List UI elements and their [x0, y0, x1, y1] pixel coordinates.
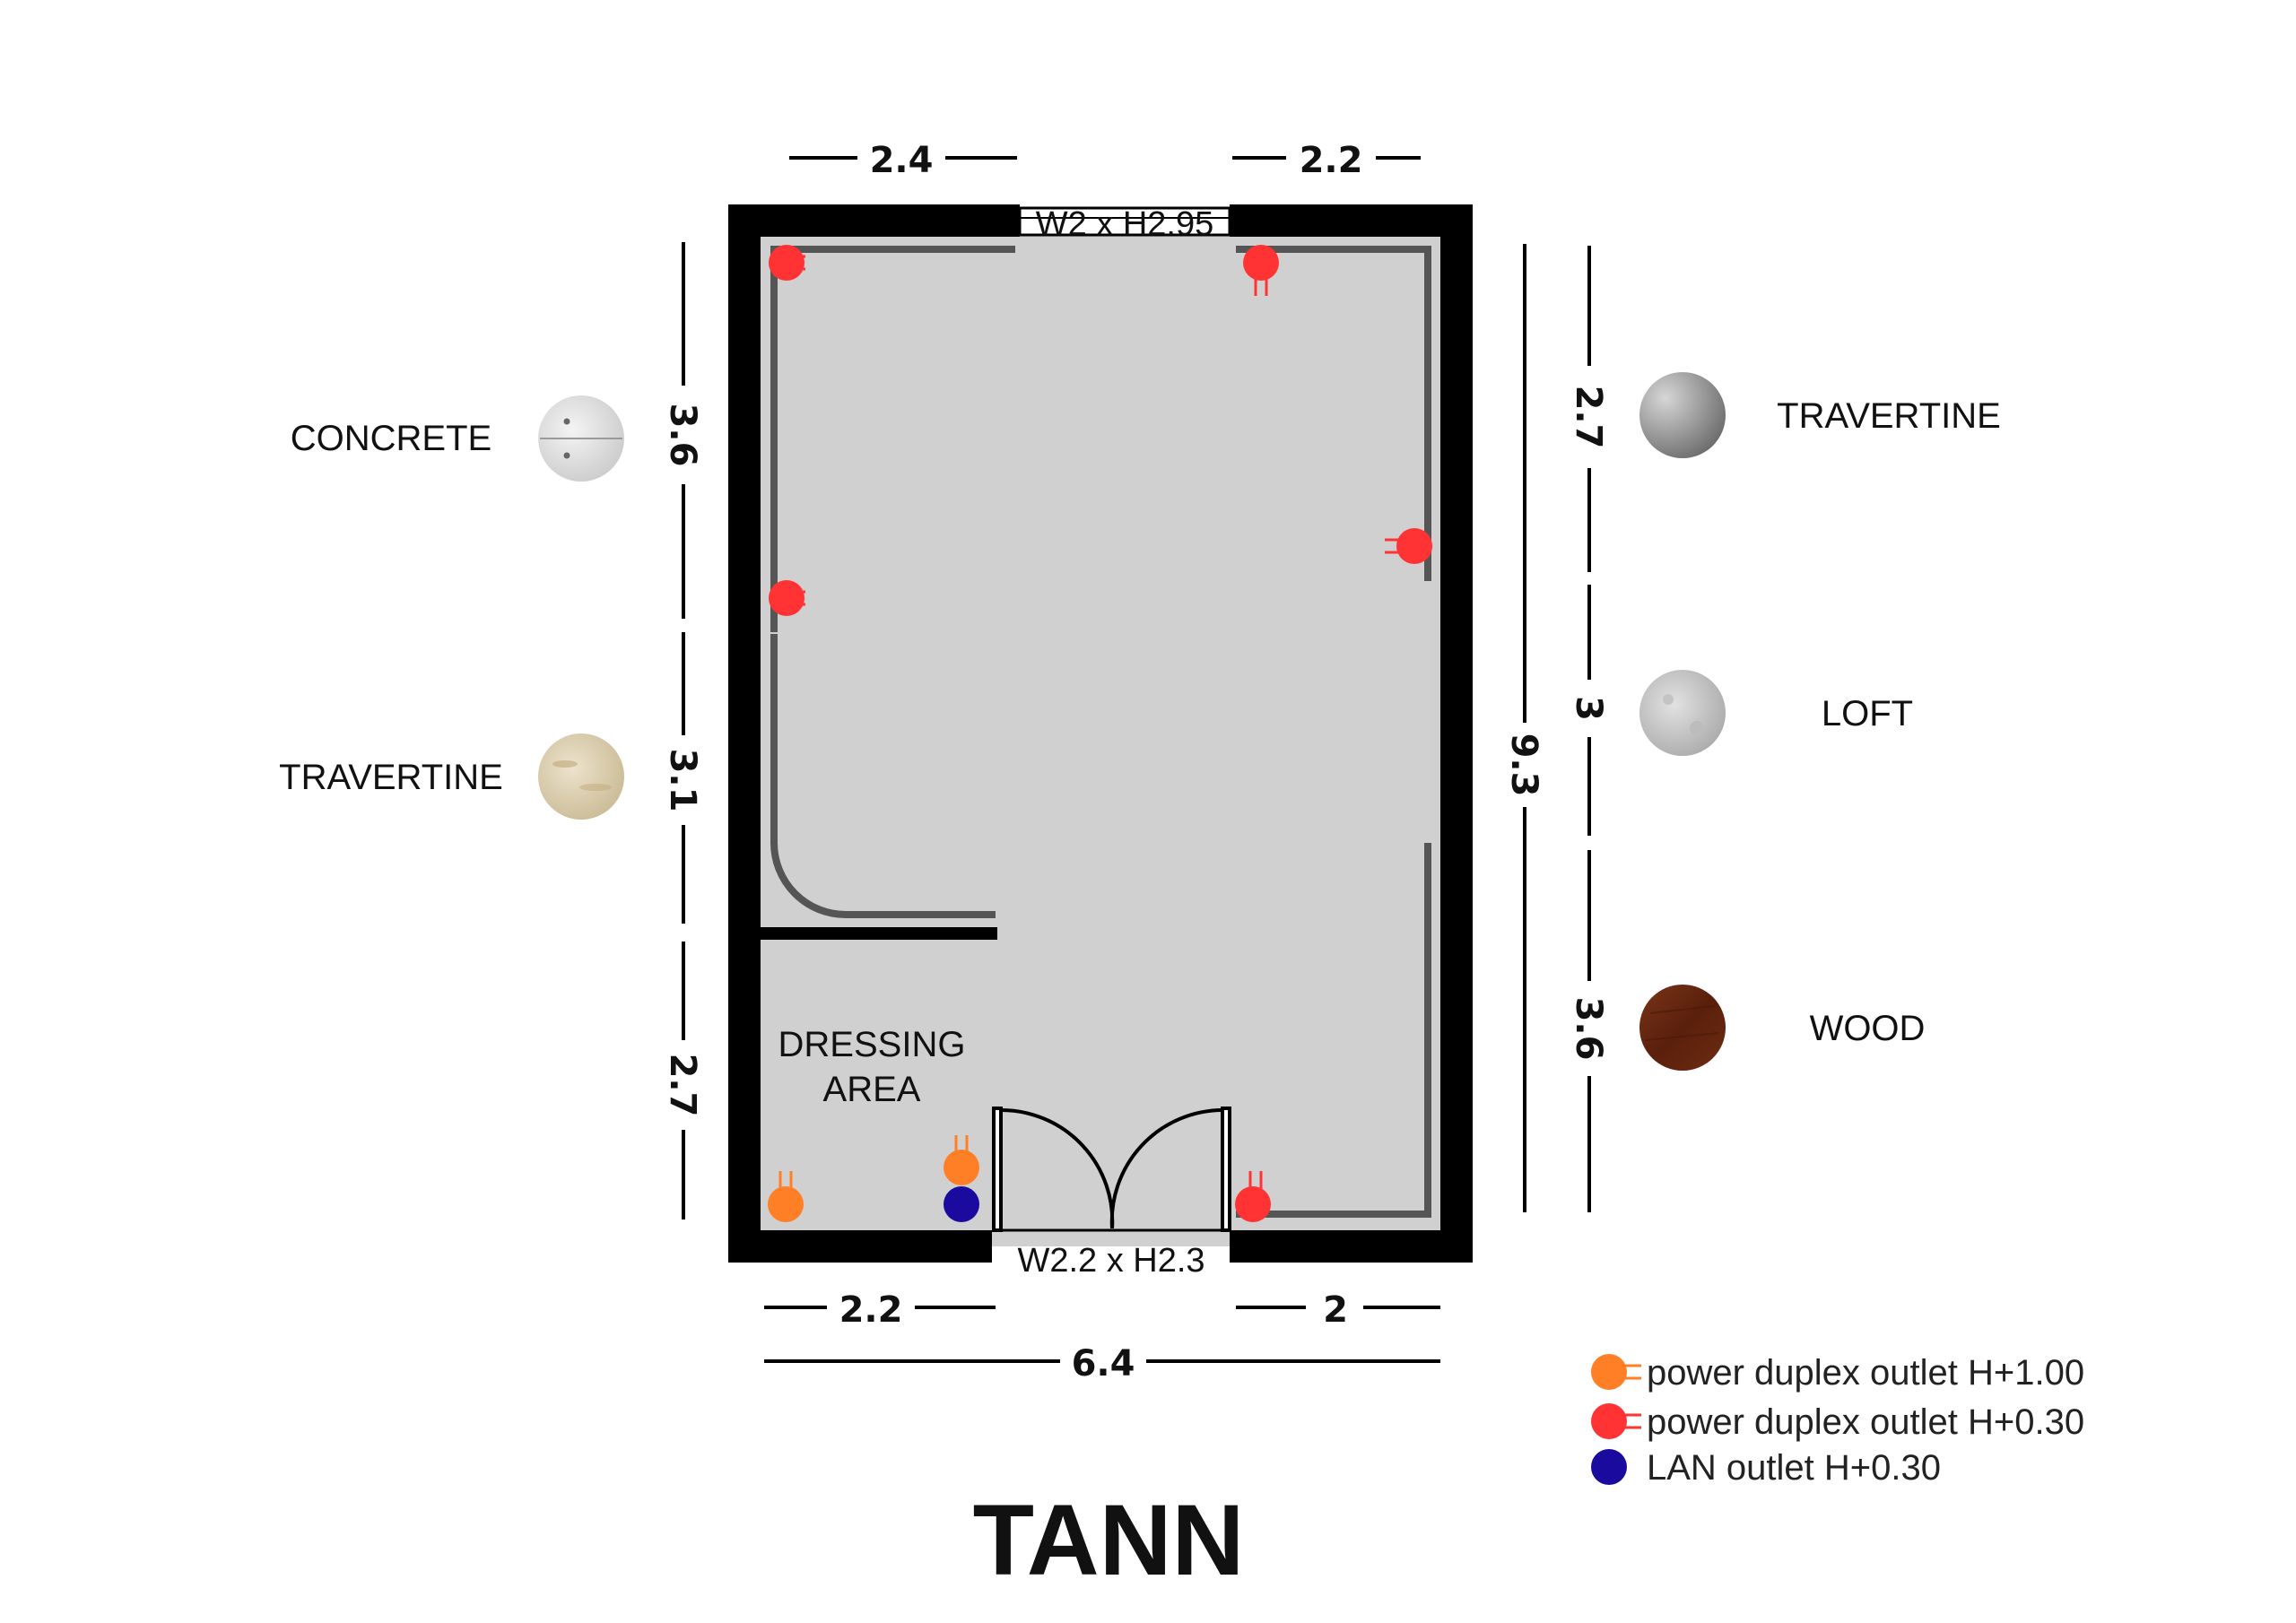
material-label: CONCRETE — [291, 419, 491, 458]
material-label: LOFT — [1822, 694, 1913, 733]
room-label-line1: DRESSING — [778, 1025, 966, 1064]
power-outlet-icon — [1243, 245, 1279, 296]
dim-bottom-right: 2 — [1323, 1289, 1348, 1331]
dim-top-left: 2.4 — [870, 140, 934, 181]
dim-bottom-left: 2.2 — [839, 1289, 903, 1331]
power-outlet-icon — [1591, 1354, 1627, 1390]
dim-left-upper: 3.6 — [662, 404, 703, 467]
double-door — [992, 1107, 1231, 1232]
material-label: TRAVERTINE — [279, 758, 503, 797]
power-outlet-icon — [768, 1171, 804, 1222]
material-travertine-right: TRAVERTINE — [1639, 372, 2001, 458]
material-wood: WOOD — [1639, 985, 1925, 1071]
material-label: WOOD — [1810, 1009, 1926, 1048]
power-outlet-icon — [1385, 528, 1432, 564]
dim-left-middle: 3.1 — [662, 749, 703, 812]
walls — [728, 204, 1473, 1263]
dim-right-total: 9.3 — [1503, 733, 1544, 797]
wall-left — [728, 204, 761, 1263]
legend-label: power duplex outlet H+0.30 — [1647, 1402, 2084, 1442]
power-outlet-icon — [1591, 1403, 1627, 1439]
legend-label: power duplex outlet H+1.00 — [1647, 1353, 2084, 1393]
wall-bottom-right — [1230, 1230, 1473, 1263]
window-label: W2 x H2.95 — [1036, 205, 1214, 243]
window — [1018, 206, 1231, 237]
plan-title: TANN — [973, 1484, 1245, 1596]
dim-right-upper: 2.7 — [1568, 386, 1609, 449]
dim-bottom-total: 6.4 — [1072, 1343, 1135, 1384]
dim-right-middle: 3 — [1568, 696, 1609, 721]
dim-left-lower: 2.7 — [662, 1054, 703, 1117]
material-loft: LOFT — [1639, 670, 1913, 756]
door-label: W2.2 x H2.3 — [1017, 1242, 1205, 1280]
wood-swatch — [1639, 985, 1726, 1071]
legend-item: LAN outlet H+0.30 — [1591, 1448, 1941, 1488]
power-outlet-icon — [1235, 1171, 1271, 1222]
door-jamb-right — [1221, 1107, 1231, 1232]
dimension-lines — [682, 156, 1591, 1363]
dim-top-right: 2.2 — [1300, 140, 1363, 181]
material-concrete: CONCRETE — [291, 395, 624, 482]
room-floor — [746, 222, 1455, 1246]
material-label: TRAVERTINE — [1777, 396, 2001, 436]
wall-bottom-left — [728, 1230, 992, 1263]
wall-finish-lines — [770, 246, 1431, 1218]
wall-right — [1440, 204, 1473, 1263]
lan-outlet-icon — [944, 1186, 979, 1222]
material-travertine-left: TRAVERTINE — [279, 733, 624, 820]
door-leaf-left — [1000, 1107, 1115, 1229]
dim-right-lower: 3.6 — [1568, 997, 1609, 1061]
room-label-line2: AREA — [823, 1070, 921, 1109]
power-outlet-icon — [769, 245, 805, 281]
legend-item: power duplex outlet H+1.00 — [1591, 1353, 2084, 1393]
legend-label: LAN outlet H+0.30 — [1647, 1448, 1941, 1488]
wall-top-left — [728, 204, 1020, 237]
partition-wall — [761, 927, 997, 940]
wall-top-right — [1230, 204, 1473, 237]
power-outlet-icon — [944, 1135, 979, 1185]
door-jamb-left — [992, 1107, 1003, 1232]
door-leaf-right — [1109, 1108, 1223, 1229]
outlets — [768, 245, 1432, 1222]
legend-item: power duplex outlet H+0.30 — [1591, 1402, 2084, 1442]
travertine-swatch — [538, 733, 624, 820]
lan-outlet-icon — [1591, 1449, 1627, 1485]
power-outlet-icon — [769, 580, 805, 616]
travertine-swatch — [1639, 372, 1726, 458]
loft-swatch — [1639, 670, 1726, 756]
legend: power duplex outlet H+1.00 power duplex … — [1591, 1353, 2084, 1488]
